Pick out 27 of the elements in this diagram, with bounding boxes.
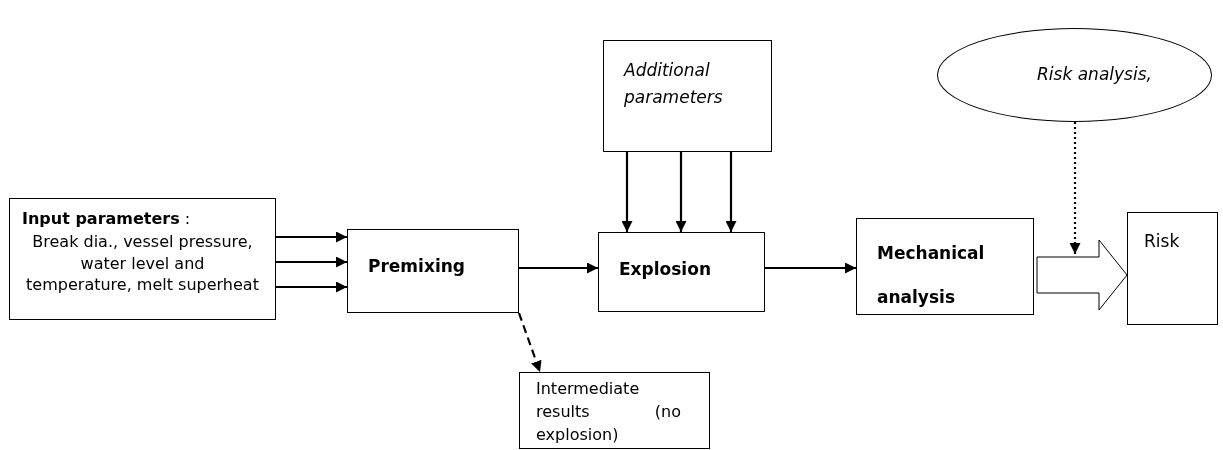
process-box bbox=[598, 232, 765, 312]
arrow bbox=[276, 281, 347, 293]
output-box bbox=[1127, 212, 1218, 325]
process-box bbox=[347, 229, 519, 313]
arrow bbox=[276, 231, 347, 243]
node-text: Risk analysis, bbox=[1037, 63, 1152, 87]
process-box bbox=[856, 218, 1034, 315]
node-text: Input parameters : bbox=[21, 208, 192, 230]
node-text: Risk bbox=[1144, 230, 1181, 253]
node-text: Premixing bbox=[368, 255, 466, 278]
node-text: Intermediate results (no explosion) bbox=[536, 378, 681, 447]
node-text: Explosion bbox=[619, 258, 712, 281]
block-arrow bbox=[1036, 239, 1128, 311]
arrow bbox=[621, 152, 633, 232]
arrow bbox=[765, 262, 856, 274]
arrow bbox=[519, 262, 598, 274]
arrow bbox=[1069, 122, 1081, 254]
input-box bbox=[9, 198, 276, 320]
node-text: Additional parameters bbox=[624, 59, 724, 110]
arrow bbox=[276, 256, 347, 268]
arrow bbox=[517, 312, 542, 373]
node-text: Break dia., vessel pressure, water level and temperature, melt superheat bbox=[25, 231, 260, 296]
arrow bbox=[725, 152, 737, 232]
input-box bbox=[603, 40, 772, 152]
arrow bbox=[675, 152, 687, 232]
node-text: Mechanical analysis bbox=[877, 242, 986, 310]
result-box bbox=[519, 372, 710, 449]
